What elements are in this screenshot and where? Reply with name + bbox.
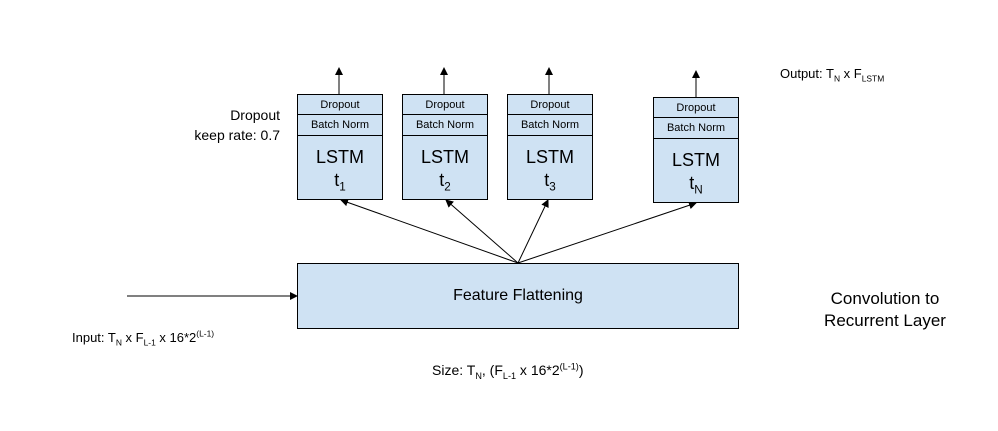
section-title-line2: Recurrent Layer (824, 311, 946, 330)
timestep-label: t3 (544, 170, 556, 194)
batch-norm-layer: Batch Norm (654, 118, 738, 139)
lstm-label: LSTM (671, 150, 720, 170)
dropout-layer: Dropout (403, 95, 487, 115)
dropout-note-line2: keep rate: 0.7 (194, 127, 280, 143)
section-title: Convolution to Recurrent Layer (790, 288, 980, 332)
lstm-label: LSTM (315, 147, 364, 167)
lstm-label: LSTM (525, 147, 574, 167)
section-title-line1: Convolution to (830, 289, 940, 308)
lstm-cell-n: Dropout Batch Norm LSTM tN (653, 97, 739, 203)
timestep-label: t2 (439, 170, 451, 194)
fanout-arrow-1 (340, 198, 519, 264)
dropout-note-line1: Dropout (230, 107, 280, 123)
feature-flattening-box: Feature Flattening (297, 263, 739, 329)
lstm-cell-2: Dropout Batch Norm LSTM t2 (402, 94, 488, 200)
lstm-label: LSTM (420, 147, 469, 167)
fanout-arrow-n (517, 201, 697, 264)
dropout-layer: Dropout (508, 95, 592, 115)
timestep-label: tN (689, 173, 703, 197)
dropout-note: Dropout keep rate: 0.7 (170, 105, 280, 145)
batch-norm-layer: Batch Norm (508, 115, 592, 136)
batch-norm-layer: Batch Norm (403, 115, 487, 136)
dropout-layer: Dropout (298, 95, 382, 115)
timestep-label: t1 (334, 170, 346, 194)
batch-norm-layer: Batch Norm (298, 115, 382, 136)
fanout-arrow-2 (445, 199, 519, 264)
dropout-layer: Dropout (654, 98, 738, 118)
output-label: Output: TN x FLSTM (780, 66, 885, 84)
lstm-cell-1: Dropout Batch Norm LSTM t1 (297, 94, 383, 200)
fanout-arrow-3 (517, 199, 549, 264)
feature-flattening-label: Feature Flattening (453, 287, 583, 304)
lstm-cell-3: Dropout Batch Norm LSTM t3 (507, 94, 593, 200)
size-label: Size: TN, (FL-1 x 16*2(L-1)) (432, 361, 584, 381)
input-label: Input: TN x FL-1 x 16*2(L-1) (72, 328, 215, 348)
